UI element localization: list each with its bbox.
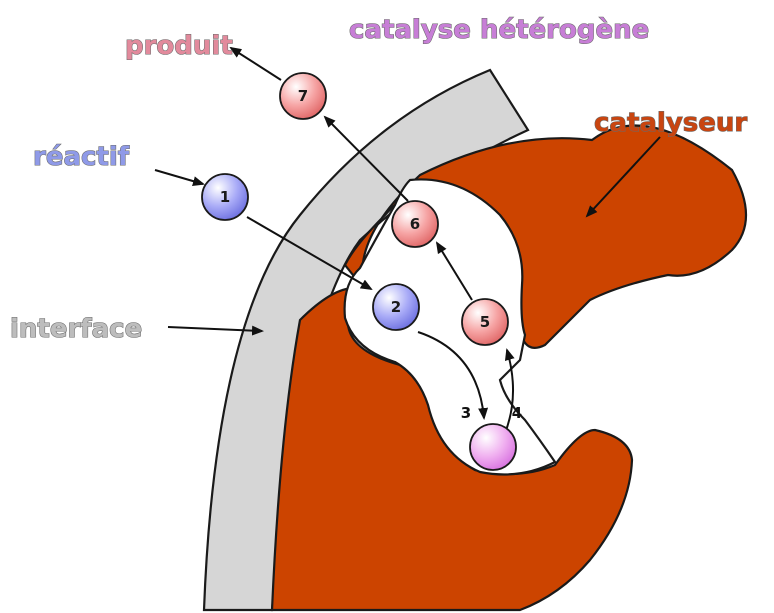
- node-7-label: 7: [298, 87, 308, 105]
- arrow-reactif-to-1: [155, 170, 203, 184]
- label-produit: produit: [125, 31, 233, 61]
- node-1-label: 1: [220, 188, 230, 206]
- node-2: 2: [373, 284, 419, 330]
- diagram-title: catalyse hétérogène: [349, 15, 649, 45]
- arrow-7-to-produit: [231, 48, 281, 80]
- node-5: 5: [462, 299, 508, 345]
- node-6-label: 6: [410, 215, 420, 233]
- node-2-label: 2: [391, 298, 401, 316]
- node-intermediate-3-4: [470, 424, 516, 470]
- node-7: 7: [280, 73, 326, 119]
- step-label-4: 4: [512, 404, 522, 422]
- label-interface: interface: [10, 314, 142, 344]
- label-catalyseur: catalyseur: [594, 108, 747, 138]
- step-label-3: 3: [461, 404, 471, 422]
- node-5-label: 5: [480, 313, 490, 331]
- label-reactif: réactif: [33, 142, 130, 172]
- node-1: 1: [202, 174, 248, 220]
- node-6: 6: [392, 201, 438, 247]
